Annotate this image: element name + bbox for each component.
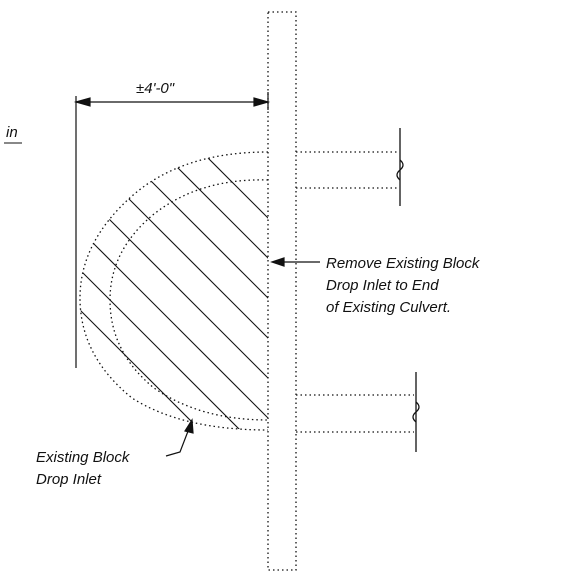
lower-pipe (296, 372, 420, 452)
dimension-label: ±4'-0" (136, 80, 175, 97)
remove-callout-leader (270, 257, 320, 267)
dimension-line (73, 92, 271, 368)
remove-callout-line3: of Existing Culvert. (326, 299, 451, 316)
existing-callout-line1: Existing Block (36, 449, 131, 466)
dimension-arrow-left (73, 97, 91, 107)
dimension-arrow-right (253, 97, 271, 107)
remove-callout-line1: Remove Existing Block (326, 255, 481, 272)
existing-callout-line2: Drop Inlet (36, 471, 102, 488)
culvert-wall (267, 11, 297, 571)
existing-callout-leader (165, 418, 194, 457)
upper-pipe (296, 128, 404, 206)
remove-callout-line2: Drop Inlet to End (326, 277, 439, 294)
partial-label: in (6, 124, 18, 141)
existing-inlet-outline (79, 151, 269, 431)
hatched-inlet-area (80, 152, 268, 430)
